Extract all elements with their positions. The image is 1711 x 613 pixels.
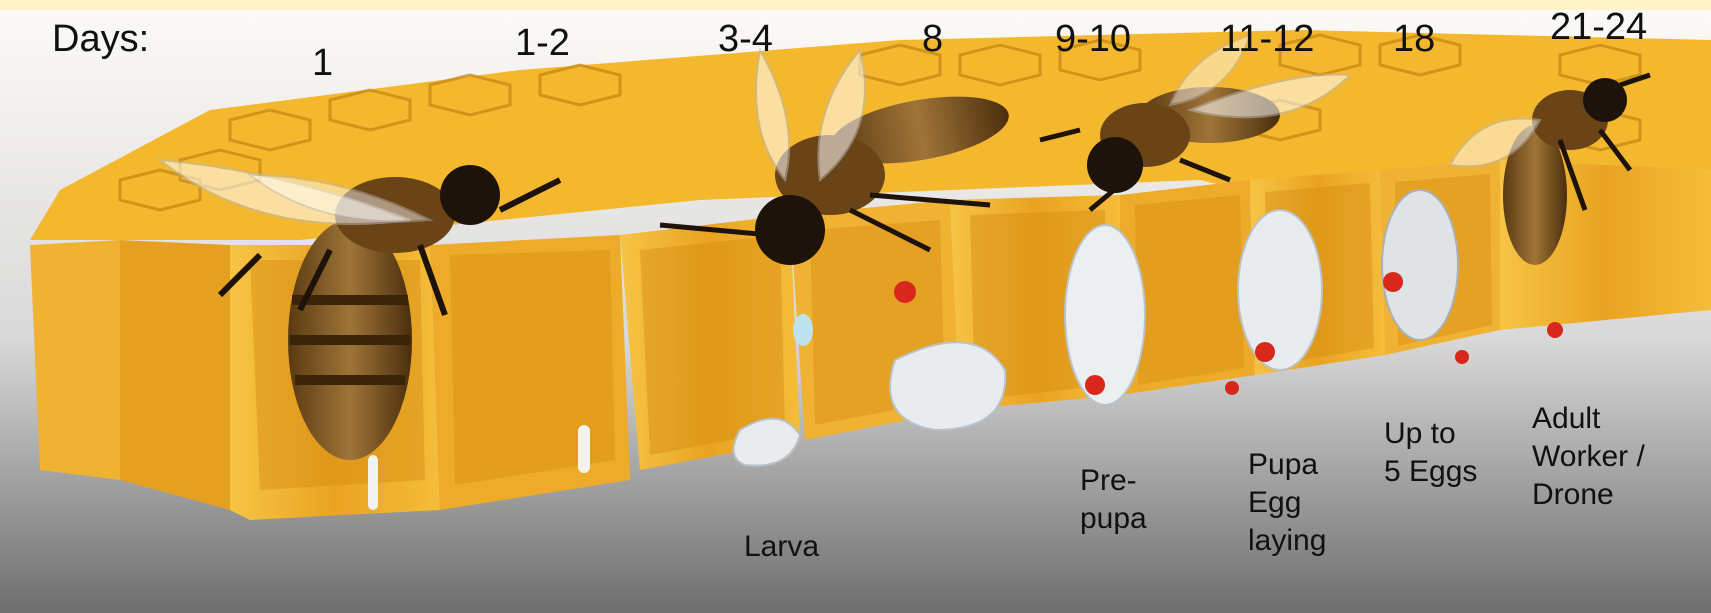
day-label-3-4: 3-4 [718, 18, 773, 61]
day-label-11-12: 11-12 [1220, 18, 1314, 61]
day-label-1-2: 1-2 [515, 22, 570, 65]
days-prefix-label: Days: [52, 18, 149, 61]
stage-label-adult: Adult Worker / Drone [1532, 400, 1645, 514]
stage-label-eggs: Up to 5 Eggs [1384, 415, 1477, 491]
egg-dot [1547, 322, 1563, 338]
stage-label-pupa: Pupa Egg laying [1248, 446, 1326, 560]
day-label-9-10: 9-10 [1055, 18, 1131, 61]
day-label-1: 1 [312, 42, 333, 85]
day-label-21-24: 21-24 [1550, 6, 1647, 49]
day-label-18: 18 [1393, 18, 1435, 61]
day-label-8: 8 [922, 18, 943, 61]
stage-label-prepupa: Pre- pupa [1080, 462, 1147, 538]
prepupa [1065, 225, 1145, 405]
stage-label-larva: Larva [744, 528, 819, 566]
